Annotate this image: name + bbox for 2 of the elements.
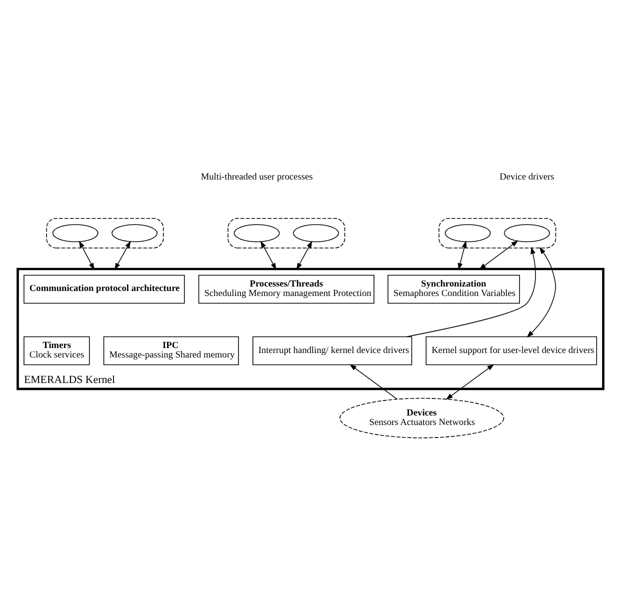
label: Multi-threaded user processes bbox=[200, 172, 313, 182]
label: Device drivers bbox=[500, 172, 554, 182]
